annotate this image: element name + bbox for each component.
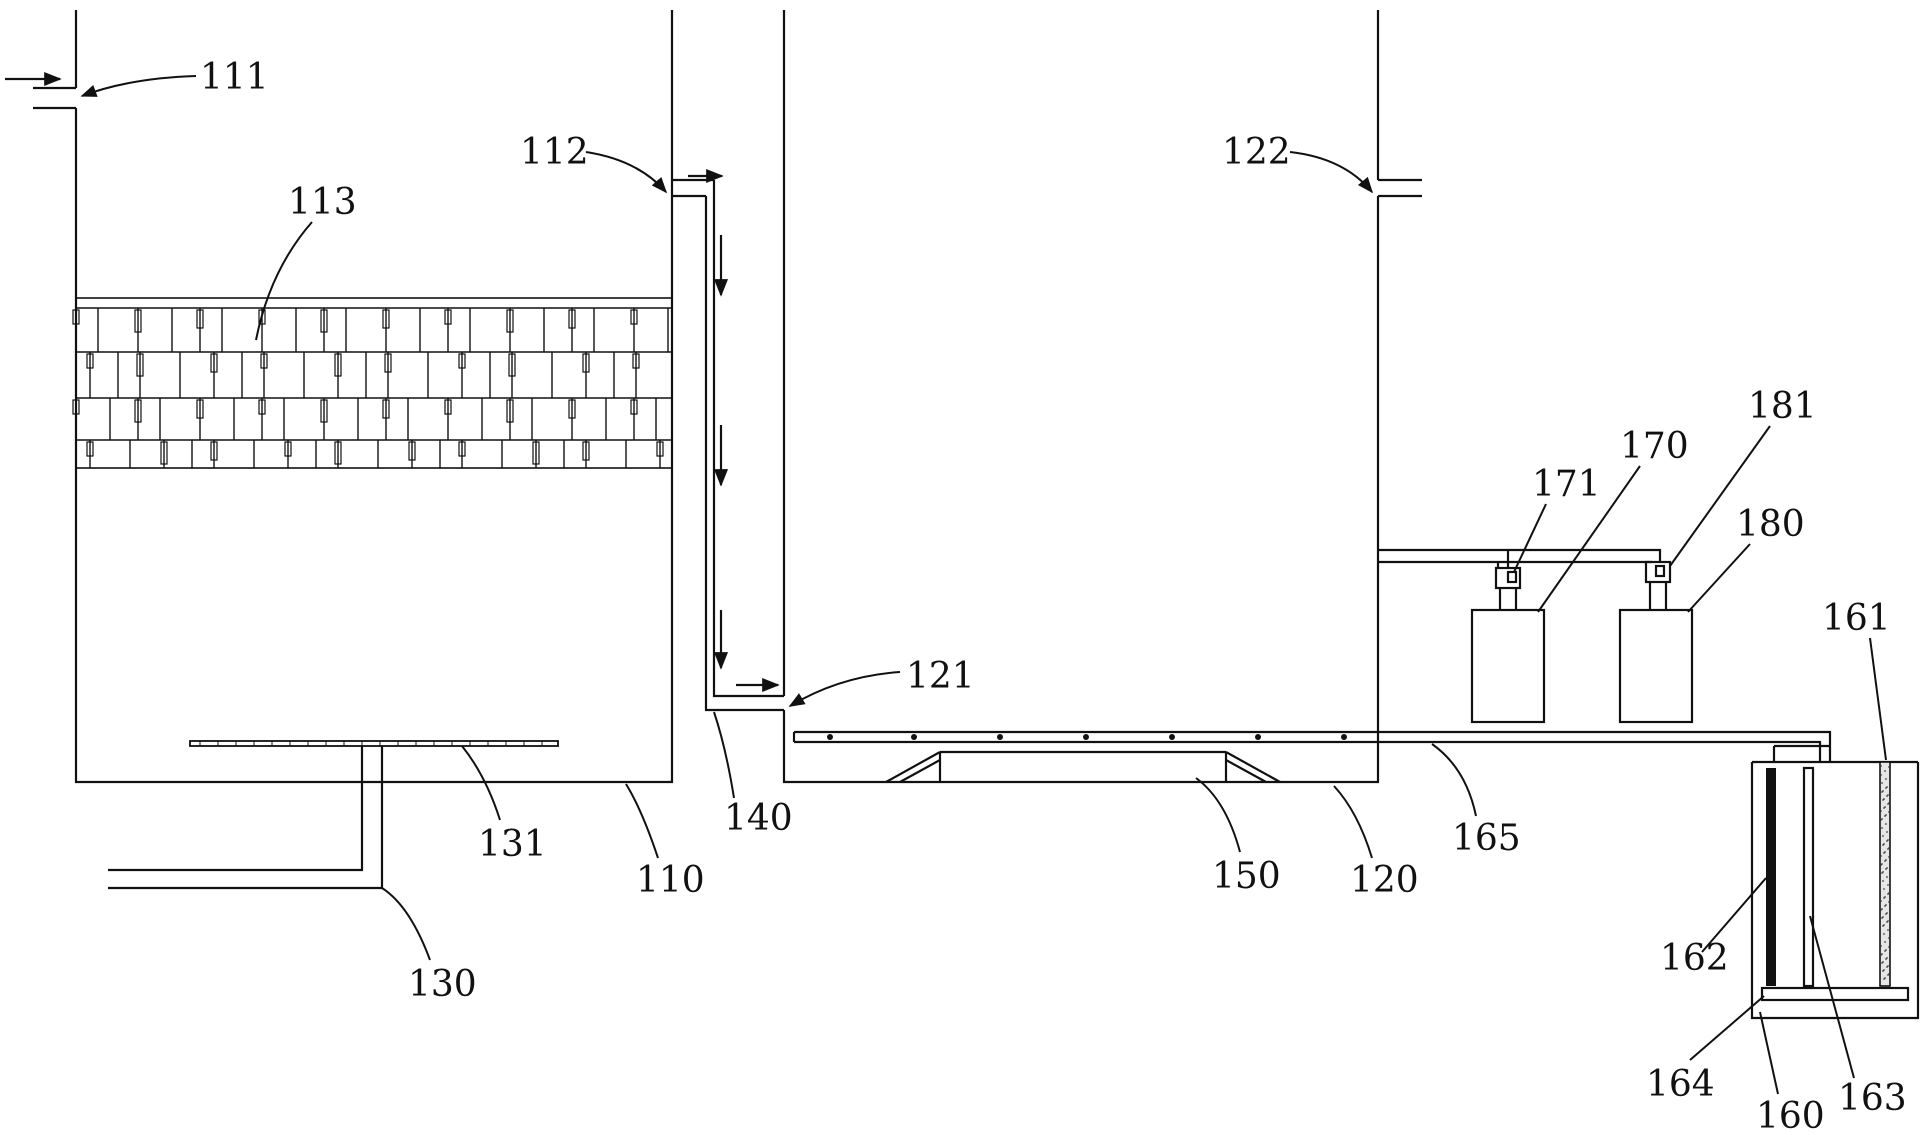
transfer-pipe-140: [688, 168, 784, 712]
tank-120: [782, 10, 1380, 784]
label-160: 160: [1756, 1096, 1825, 1135]
filter-media-113: [72, 297, 673, 469]
label-130: 130: [408, 964, 477, 1005]
label-120: 120: [1350, 860, 1419, 901]
dosing-line: [1378, 548, 1662, 568]
cell-160: [1750, 744, 1920, 1020]
electrode-161: [1879, 761, 1891, 987]
label-181: 181: [1748, 386, 1817, 427]
label-110: 110: [636, 860, 705, 901]
label-164: 164: [1646, 1064, 1715, 1105]
tank-180: [1618, 608, 1694, 724]
label-131: 131: [478, 824, 547, 865]
label-122: 122: [1222, 132, 1291, 173]
label-121: 121: [906, 656, 975, 697]
label-112: 112: [520, 132, 589, 173]
valve-171: [1494, 566, 1522, 610]
outlet-112: [672, 178, 714, 198]
label-180: 180: [1736, 504, 1805, 545]
label-165: 165: [1452, 818, 1521, 859]
label-113: 113: [288, 182, 357, 223]
label-170: 170: [1620, 426, 1689, 467]
aerator-131: [189, 740, 559, 747]
label-150: 150: [1212, 856, 1281, 897]
base-plate-164: [1760, 986, 1910, 1002]
distribution-pipe-165: [792, 730, 1832, 762]
tank-170: [1470, 608, 1546, 724]
valve-181: [1644, 560, 1672, 610]
label-111: 111: [200, 57, 269, 98]
label-171: 171: [1532, 464, 1601, 505]
label-161: 161: [1822, 598, 1891, 639]
electrode-162: [1766, 768, 1776, 986]
label-162: 162: [1660, 938, 1729, 979]
label-140: 140: [724, 798, 793, 839]
label-163: 163: [1838, 1078, 1907, 1119]
air-supply-pipe-130: [108, 746, 384, 890]
electrode-163: [1802, 766, 1815, 988]
inlet-111: [5, 71, 76, 110]
tank-110: [74, 10, 674, 784]
outlet-122: [1378, 178, 1422, 198]
support-150: [885, 750, 1281, 783]
